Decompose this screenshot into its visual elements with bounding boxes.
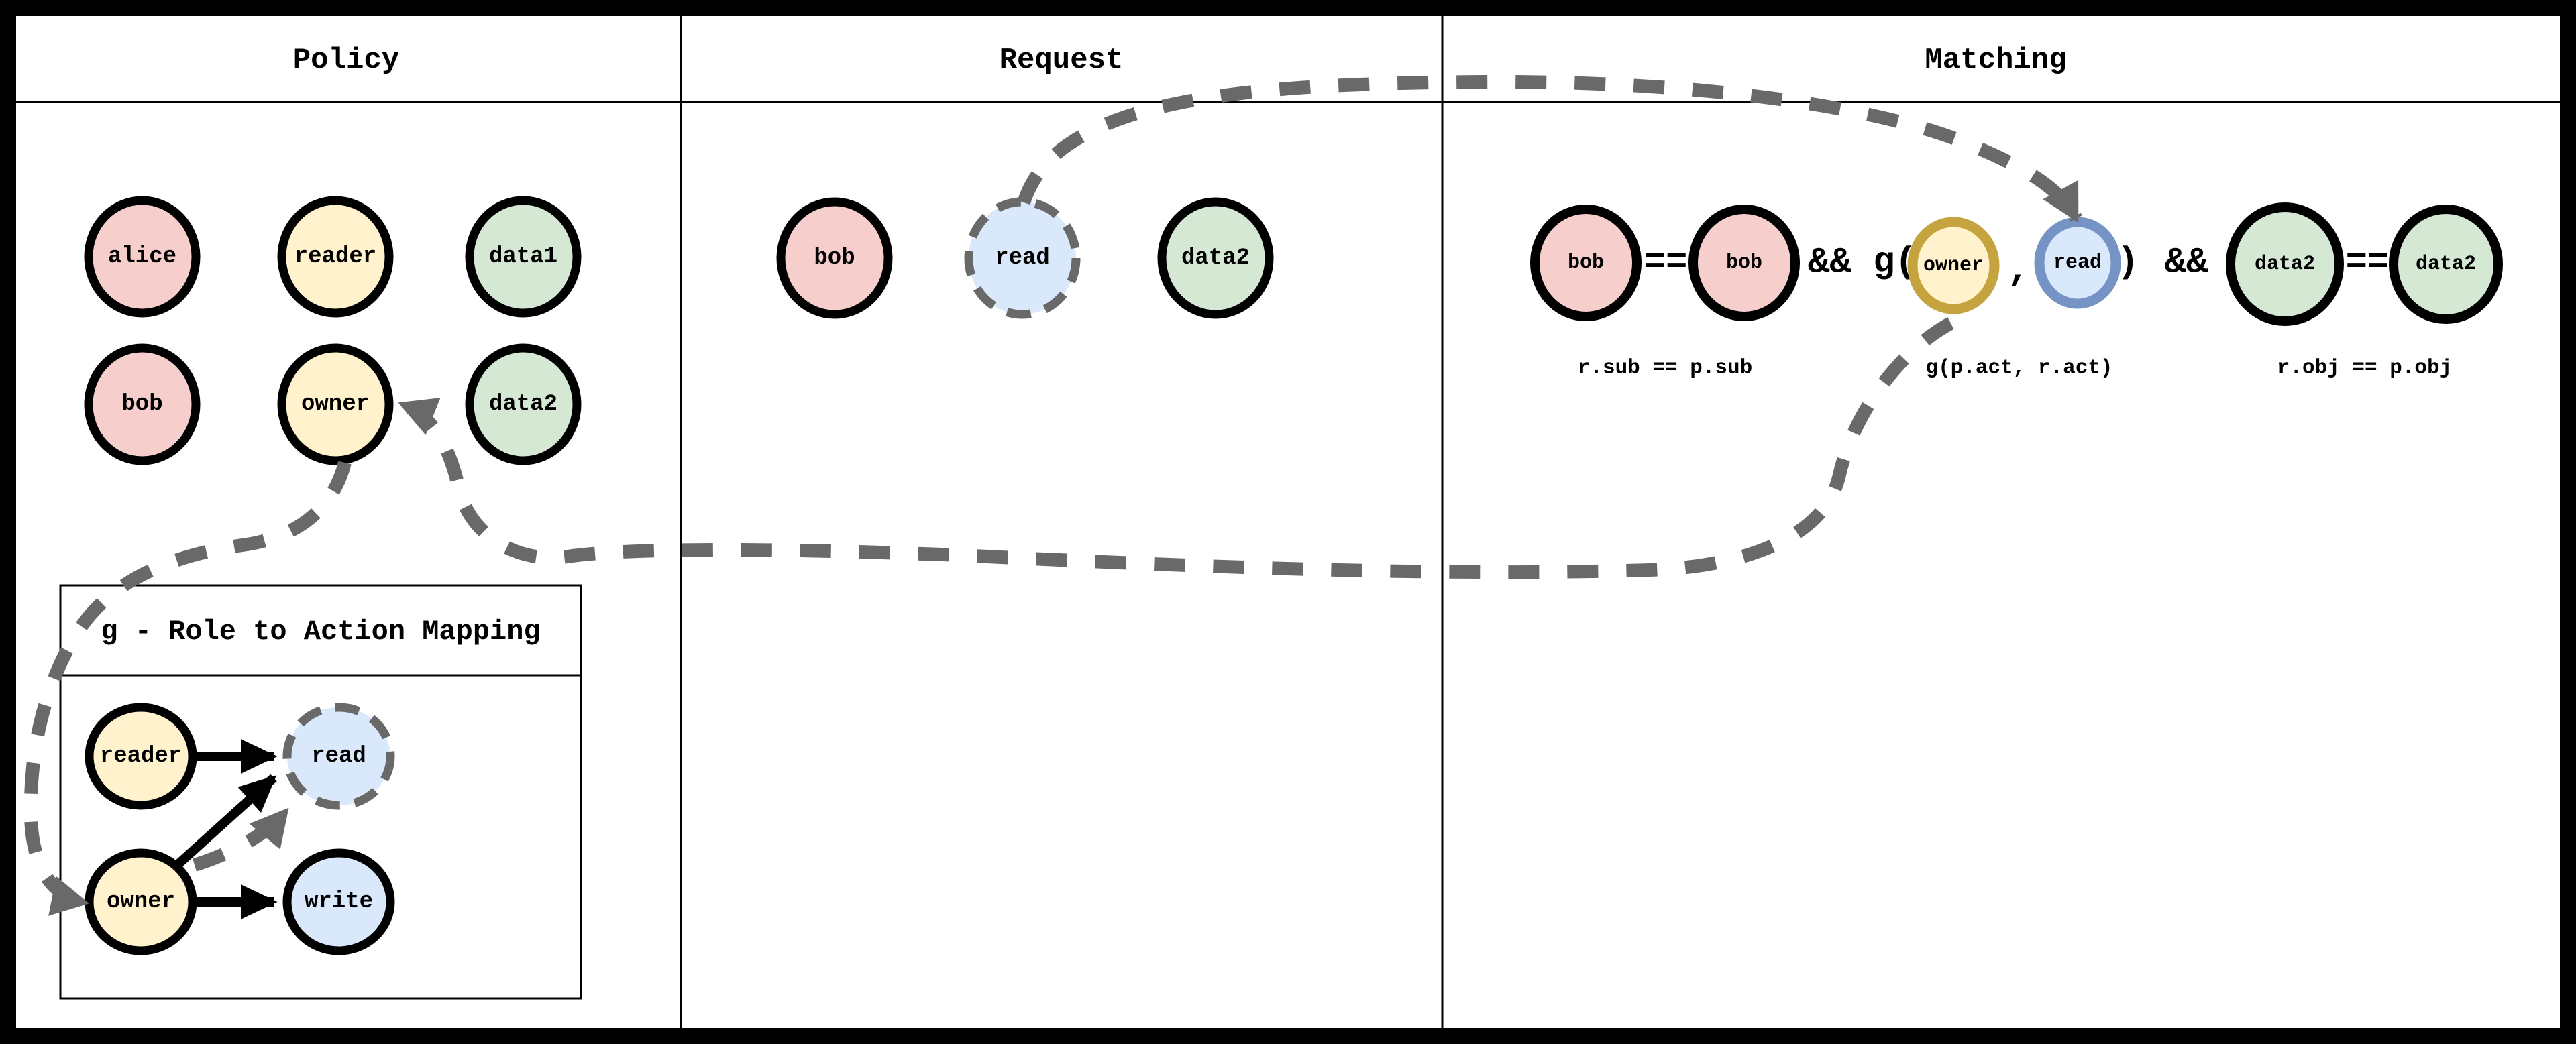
policy-node-alice: alice <box>84 196 201 318</box>
request-read-label: read <box>995 245 1050 271</box>
data1-label: data1 <box>489 244 557 270</box>
bob-circle <box>84 343 201 465</box>
caption-obj: r.obj == p.obj <box>2277 357 2452 380</box>
alice-label: alice <box>108 244 176 270</box>
role-mapping-box: g - Role to Action Mapping reader read o… <box>59 584 582 1000</box>
policy-node-data2: data2 <box>465 343 582 465</box>
gbox-owner-label: owner <box>107 889 175 915</box>
bob-label: bob <box>121 392 162 417</box>
policy-node-reader: reader <box>277 196 394 318</box>
request-node-data2: data2 <box>1157 197 1274 319</box>
request-data2-circle <box>1157 197 1274 319</box>
gbox-write-circle <box>282 848 395 955</box>
flow-arrow-request-read-to-matching-ract <box>1017 74 2082 223</box>
owner-circle <box>277 343 394 465</box>
flow-arrow-gbox-owner-to-gbox-read <box>193 807 291 872</box>
request-bob-label: bob <box>814 245 855 271</box>
matching-ract-label: read <box>2053 251 2102 274</box>
matching-pobj-circle <box>2389 205 2503 324</box>
matching-comma: , <box>2008 251 2029 292</box>
gbox-owner-circle <box>85 848 197 955</box>
request-node-bob: bob <box>776 197 893 319</box>
policy-node-bob: bob <box>84 343 201 465</box>
alice-circle <box>84 196 201 318</box>
matching-node-pact: owner <box>1907 217 2000 314</box>
matching-node-ract: read <box>2034 217 2121 309</box>
data1-circle <box>465 196 582 318</box>
matching-psub-label: bob <box>1726 251 1762 274</box>
matching-node-rsub: bob <box>1530 205 1642 321</box>
panel-title-request: Request <box>1000 44 1124 77</box>
matching-and2: && <box>2165 243 2208 284</box>
caption-act: g(p.act, r.act) <box>1925 357 2112 380</box>
matching-psub-circle <box>1688 205 1800 321</box>
flow-arrows <box>23 74 2082 916</box>
matching-rsub-circle <box>1530 205 1642 321</box>
matching-robj-circle <box>2226 202 2344 326</box>
reader-label: reader <box>294 244 376 270</box>
matching-eq2: == <box>2346 243 2390 284</box>
flow-arrow-policy-owner-to-gbox-owner <box>23 461 352 916</box>
panel-title-matching: Matching <box>1925 44 2066 77</box>
role-mapping-title: g - Role to Action Mapping <box>101 616 540 648</box>
request-read-circle <box>964 197 1081 319</box>
matching-eq1: == <box>1644 243 1688 284</box>
request-node-read: read <box>964 197 1081 319</box>
matching-pobj-label: data2 <box>2416 253 2476 276</box>
gbox-reader-circle <box>85 703 197 810</box>
gbox-read-label: read <box>311 744 366 769</box>
gbox-node-write: write <box>282 848 395 955</box>
owner-label: owner <box>301 392 370 417</box>
gbox-write-label: write <box>305 889 373 915</box>
matching-node-pobj: data2 <box>2389 205 2503 324</box>
matching-pact-circle <box>1907 217 2000 314</box>
flow-arrow-matching-pact-to-policy-owner <box>398 317 1954 579</box>
gbox-node-read: read <box>282 703 395 810</box>
matching-robj-label: data2 <box>2255 253 2315 276</box>
gbox-node-owner: owner <box>85 848 197 955</box>
gbox-read-circle <box>282 703 395 810</box>
matching-and-g: && g( <box>1808 243 1917 284</box>
request-data2-label: data2 <box>1181 245 1250 271</box>
matching-expression: bob == bob && g( owner , read ) && data2… <box>1530 202 2503 380</box>
request-bob-circle <box>776 197 893 319</box>
gbox-reader-label: reader <box>100 744 182 769</box>
panel-title-policy: Policy <box>293 44 399 77</box>
caption-sub: r.sub == p.sub <box>1578 357 1752 380</box>
matching-close-paren: ) <box>2117 243 2139 284</box>
data2-label: data2 <box>489 392 557 417</box>
data2-circle <box>465 343 582 465</box>
matching-node-psub: bob <box>1688 205 1800 321</box>
matching-node-robj: data2 <box>2226 202 2344 326</box>
arrow-owner-to-read <box>172 774 277 870</box>
reader-circle <box>277 196 394 318</box>
policy-node-data1: data1 <box>465 196 582 318</box>
matching-pact-label: owner <box>1923 254 1984 277</box>
matching-rsub-label: bob <box>1568 251 1604 274</box>
gbox-node-reader: reader <box>85 703 197 810</box>
policy-node-owner: owner <box>277 343 394 465</box>
